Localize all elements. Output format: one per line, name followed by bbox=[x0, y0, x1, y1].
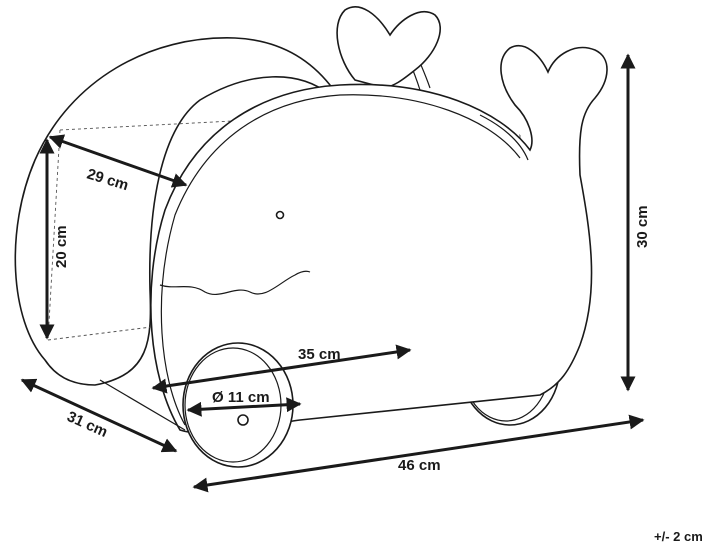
label-inner-length: 35 cm bbox=[298, 346, 341, 363]
whale-eye bbox=[275, 210, 285, 220]
water-wave bbox=[159, 270, 311, 295]
label-total-depth: 31 cm bbox=[64, 408, 110, 441]
arrow-wheel-diameter bbox=[186, 397, 302, 417]
arrow-inner-depth bbox=[48, 134, 188, 188]
arrow-inner-length bbox=[151, 344, 412, 394]
tolerance-note: +/- 2 cm bbox=[654, 529, 703, 544]
label-inner-height: 20 cm bbox=[53, 225, 70, 268]
front-axle bbox=[237, 414, 249, 426]
whale-walker-cart-icon bbox=[14, 6, 608, 468]
arrow-total-length bbox=[192, 414, 645, 493]
label-total-height: 30 cm bbox=[634, 205, 651, 248]
front-side-panel bbox=[150, 45, 608, 435]
dimension-arrows bbox=[20, 53, 645, 493]
label-total-length: 46 cm bbox=[398, 457, 441, 474]
label-wheel-diameter: Ø 11 cm bbox=[212, 389, 270, 406]
arrow-total-depth bbox=[20, 378, 178, 453]
rear-side-panel bbox=[14, 37, 331, 386]
rear-tail bbox=[336, 6, 441, 89]
